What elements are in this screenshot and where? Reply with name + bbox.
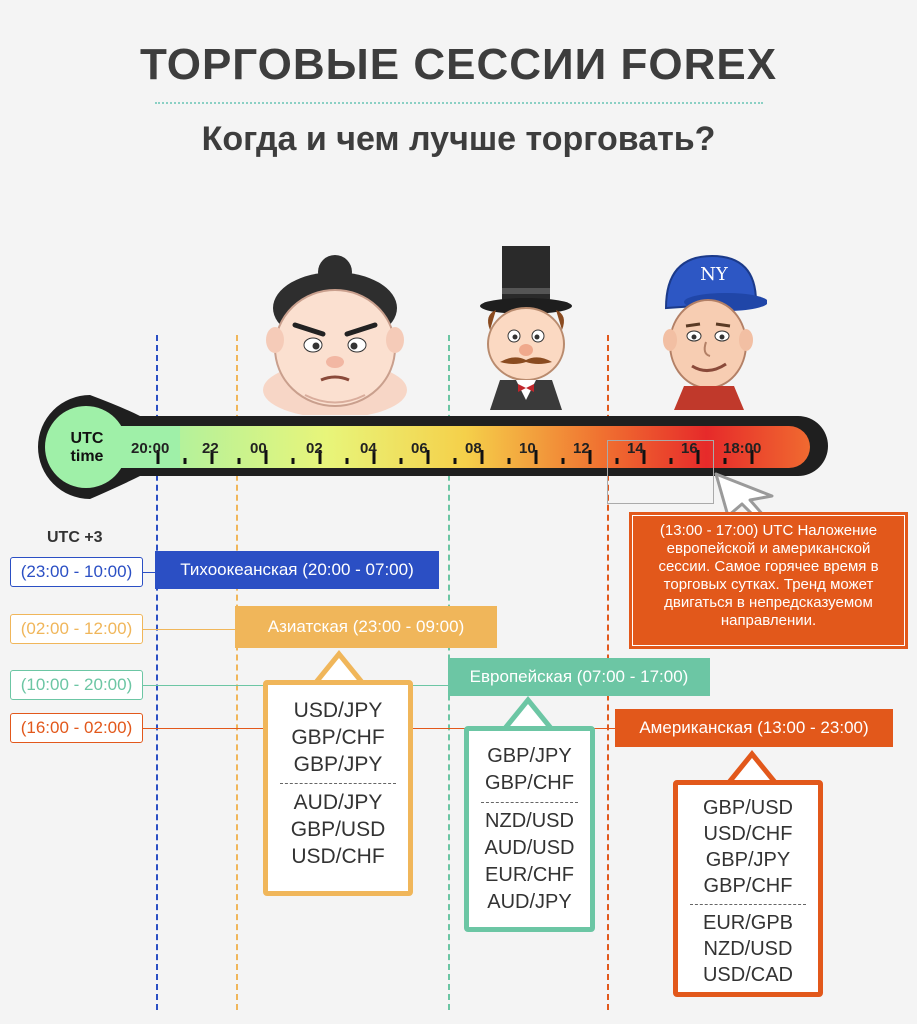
- tick-label: 16: [681, 440, 698, 457]
- currency-pair: GBP/USD: [702, 797, 794, 819]
- american-utc3-time: (16:00 - 02:00): [10, 713, 143, 743]
- currency-pair: GBP/USD: [290, 818, 386, 841]
- american-pairs-secondary: EUR/GPB NZD/USD USD/CAD: [678, 910, 818, 988]
- european-pairs-secondary: NZD/USD AUD/USD EUR/CHF AUD/JPY: [469, 808, 590, 916]
- currency-pair: NZD/USD: [485, 810, 574, 832]
- currency-pair: GBP/CHF: [703, 875, 793, 897]
- currency-pair: GBP/CHF: [485, 772, 574, 794]
- overlap-note-text: (13:00 - 17:00) UTC Наложение европейско…: [632, 515, 905, 646]
- european-gentleman-character: [480, 246, 572, 410]
- asian-pairs-primary: USD/JPY GBP/CHF GBP/JPY: [268, 697, 408, 778]
- american-pairs-box: GBP/USD USD/CHF GBP/JPY GBP/CHF EUR/GPB …: [673, 780, 823, 997]
- tick-label: 08: [465, 440, 482, 457]
- asian-connector: [143, 629, 235, 630]
- currency-pair: EUR/CHF: [485, 864, 574, 886]
- page-subtitle: Когда и чем лучше торговать?: [201, 120, 716, 158]
- tick-label: 04: [360, 440, 377, 457]
- european-pairs-primary: GBP/JPY GBP/CHF: [469, 743, 590, 797]
- currency-pair: GBP/CHF: [291, 726, 385, 749]
- currency-pair: USD/CAD: [702, 964, 793, 986]
- asian-guide-line: [236, 335, 238, 1010]
- asian-pairs-box: USD/JPY GBP/CHF GBP/JPY AUD/JPY GBP/USD …: [263, 680, 413, 896]
- page-title: ТОРГОВЫЕ СЕССИИ FOREX: [139, 40, 778, 89]
- pacific-session-bar: Тихоокеанская (20:00 - 07:00): [155, 551, 439, 589]
- currency-pair: GBP/JPY: [293, 753, 383, 776]
- utc-timeline: [38, 395, 828, 499]
- tick-label: 14: [627, 440, 644, 457]
- tick-label: 10: [519, 440, 536, 457]
- pacific-guide-line: [156, 335, 158, 1010]
- currency-pair: GBP/JPY: [705, 849, 791, 871]
- pairs-divider: [690, 904, 806, 905]
- currency-pair: AUD/JPY: [293, 791, 383, 814]
- asian-callout-pointer: [311, 650, 367, 686]
- tick-label: 12: [573, 440, 590, 457]
- currency-pair: USD/CHF: [703, 823, 793, 845]
- timeline-ticks: [156, 450, 754, 464]
- european-callout-pointer: [500, 696, 556, 732]
- overlap-note: (13:00 - 17:00) UTC Наложение европейско…: [629, 512, 908, 649]
- pairs-divider: [280, 783, 396, 784]
- currency-pair: AUD/USD: [484, 837, 575, 859]
- currency-pair: NZD/USD: [703, 938, 793, 960]
- title-divider: [155, 102, 763, 104]
- utc-label-line1: UTC: [70, 430, 104, 447]
- currency-pair: AUD/JPY: [487, 891, 572, 913]
- currency-pair: USD/CHF: [291, 845, 385, 868]
- pairs-divider: [481, 802, 578, 803]
- tick-label: 20:00: [131, 440, 170, 457]
- utc-time-label: UTC time: [56, 430, 118, 466]
- tick-label: 18:00: [723, 440, 762, 457]
- asian-utc3-time: (02:00 - 12:00): [10, 614, 143, 644]
- european-session-bar: Европейская (07:00 - 17:00): [448, 658, 710, 696]
- european-utc3-time: (10:00 - 20:00): [10, 670, 143, 700]
- asian-pairs-secondary: AUD/JPY GBP/USD USD/CHF: [268, 789, 408, 870]
- american-pairs-primary: GBP/USD USD/CHF GBP/JPY GBP/CHF: [678, 795, 818, 899]
- european-pairs-box: GBP/JPY GBP/CHF NZD/USD AUD/USD EUR/CHF …: [464, 726, 595, 932]
- american-session-bar: Американская (13:00 - 23:00): [615, 709, 893, 747]
- american-callout-pointer: [724, 750, 780, 786]
- currency-pair: EUR/GPB: [702, 912, 794, 934]
- overlap-highlight: [607, 440, 714, 504]
- tick-label: 00: [250, 440, 267, 457]
- currency-pair: USD/JPY: [293, 699, 383, 722]
- pacific-utc3-time: (23:00 - 10:00): [10, 557, 143, 587]
- asian-session-bar: Азиатская (23:00 - 09:00): [235, 606, 497, 648]
- american-guy-character: NY: [663, 254, 767, 410]
- pacific-connector: [143, 572, 155, 573]
- asian-sumo-character: [263, 255, 407, 415]
- tick-label: 06: [411, 440, 428, 457]
- utc-label-line2: time: [70, 448, 104, 465]
- tick-label: 02: [306, 440, 323, 457]
- currency-pair: GBP/JPY: [487, 745, 572, 767]
- utc3-heading: UTC +3: [47, 529, 103, 546]
- cap-ny-logo: NY: [700, 264, 729, 285]
- tick-label: 22: [202, 440, 219, 457]
